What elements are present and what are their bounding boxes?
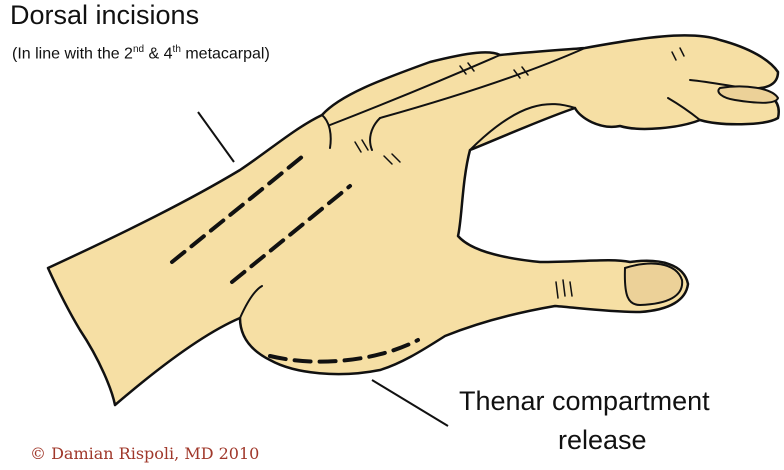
thenar-label-line1: Thenar compartment — [459, 386, 710, 417]
dorsal-pointer-line — [198, 112, 234, 162]
copyright-notice: © Damian Rispoli, MD 2010 — [30, 444, 259, 463]
dorsal-incisions-title: Dorsal incisions — [10, 0, 199, 31]
thenar-pointer-line — [372, 380, 448, 426]
dorsal-incisions-note: (In line with the 2nd & 4th metacarpal) — [12, 44, 270, 63]
note-prefix: (In line with the 2 — [12, 45, 133, 62]
note-mid: & 4 — [144, 45, 172, 62]
note-suffix: metacarpal) — [181, 45, 270, 62]
note-sup-th: th — [173, 44, 181, 55]
note-sup-nd: nd — [133, 44, 144, 55]
thenar-label-line2: release — [558, 425, 647, 456]
